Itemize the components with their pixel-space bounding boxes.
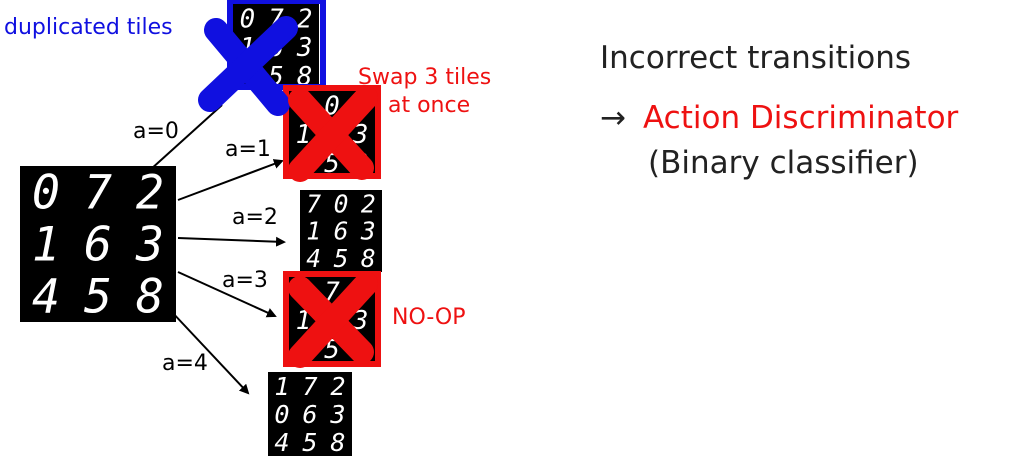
digit-cell: 7 bbox=[84, 167, 112, 221]
action-label: a=0 bbox=[133, 119, 179, 144]
digit-cell: 2 bbox=[361, 189, 376, 218]
panel-arrow-icon: → bbox=[600, 100, 626, 136]
digit-cell: 3 bbox=[135, 219, 164, 273]
digit-cell: 3 bbox=[352, 120, 369, 150]
annotation-swap: Swap 3 tiles at once bbox=[358, 65, 498, 118]
digit-cell: 0 bbox=[240, 5, 256, 35]
digit-cell: 1 bbox=[296, 120, 312, 150]
digit-cell: 6 bbox=[84, 219, 112, 273]
digit-cell: 4 bbox=[32, 271, 60, 325]
digit-cell: 2 bbox=[330, 372, 345, 401]
annotation-noop: NO-OP bbox=[392, 305, 466, 330]
digit-cell: 8 bbox=[136, 271, 164, 325]
digit-cell: 8 bbox=[361, 244, 376, 273]
annotations: duplicated tiles Swap 3 tiles at once NO… bbox=[4, 15, 498, 330]
digit-cell: 7 bbox=[306, 189, 321, 218]
digit-cell: 2 bbox=[297, 5, 313, 35]
arrow-a1 bbox=[177, 159, 284, 201]
annotation-duplicated: duplicated tiles bbox=[4, 15, 173, 40]
digit-cell: 0 bbox=[274, 400, 289, 429]
action-labels: a=0 a=1 a=2 a=3 a=4 bbox=[133, 119, 278, 376]
digit-cell: 4 bbox=[274, 428, 289, 457]
arrow-a4 bbox=[169, 309, 250, 395]
digit-cell: 6 bbox=[334, 217, 349, 246]
digit-cell: 3 bbox=[360, 217, 376, 246]
digit-cell: 2 bbox=[136, 167, 164, 221]
digit-cell: 1 bbox=[32, 219, 60, 273]
arrows bbox=[149, 104, 286, 395]
arrow-a3 bbox=[177, 271, 277, 318]
red-cross-icon bbox=[288, 272, 378, 368]
panel-subtext: (Binary classifier) bbox=[648, 145, 919, 181]
panel-emphasis: Action Discriminator bbox=[643, 100, 959, 136]
digit-cell: 1 bbox=[296, 306, 312, 336]
digit-cell: 5 bbox=[302, 428, 317, 457]
red-frame-a3 bbox=[283, 271, 381, 367]
red-frame-a1 bbox=[283, 85, 381, 179]
digit-cell: 6 bbox=[302, 400, 317, 429]
digit-cell: 7 bbox=[302, 372, 317, 401]
digit-cell: 4 bbox=[306, 244, 321, 273]
action-label: a=2 bbox=[232, 205, 278, 230]
digit-cell: 3 bbox=[296, 33, 313, 63]
action-label: a=1 bbox=[225, 137, 271, 162]
right-panel: Incorrect transitions → Action Discrimin… bbox=[600, 40, 959, 181]
digit-cell: 3 bbox=[329, 400, 345, 429]
digit-cell: 5 bbox=[334, 244, 349, 273]
arrow-a2 bbox=[177, 236, 286, 247]
digit-cell: 0 bbox=[334, 189, 349, 218]
digit-cell: 5 bbox=[84, 271, 112, 325]
digit-cell: 0 bbox=[32, 167, 60, 221]
action-label: a=4 bbox=[162, 351, 208, 376]
arrow-a0 bbox=[149, 104, 223, 171]
tile-group: 0721634580721634587021634587021634580721… bbox=[20, 4, 382, 457]
digit-cell: 8 bbox=[330, 428, 345, 457]
markers bbox=[198, 0, 381, 368]
blue-cross-icon bbox=[198, 16, 298, 116]
action-label: a=3 bbox=[222, 268, 268, 293]
red-cross-icon bbox=[288, 86, 378, 182]
digit-cell: 1 bbox=[274, 372, 289, 401]
digit-cell: 1 bbox=[306, 217, 321, 246]
panel-heading: Incorrect transitions bbox=[600, 40, 911, 76]
